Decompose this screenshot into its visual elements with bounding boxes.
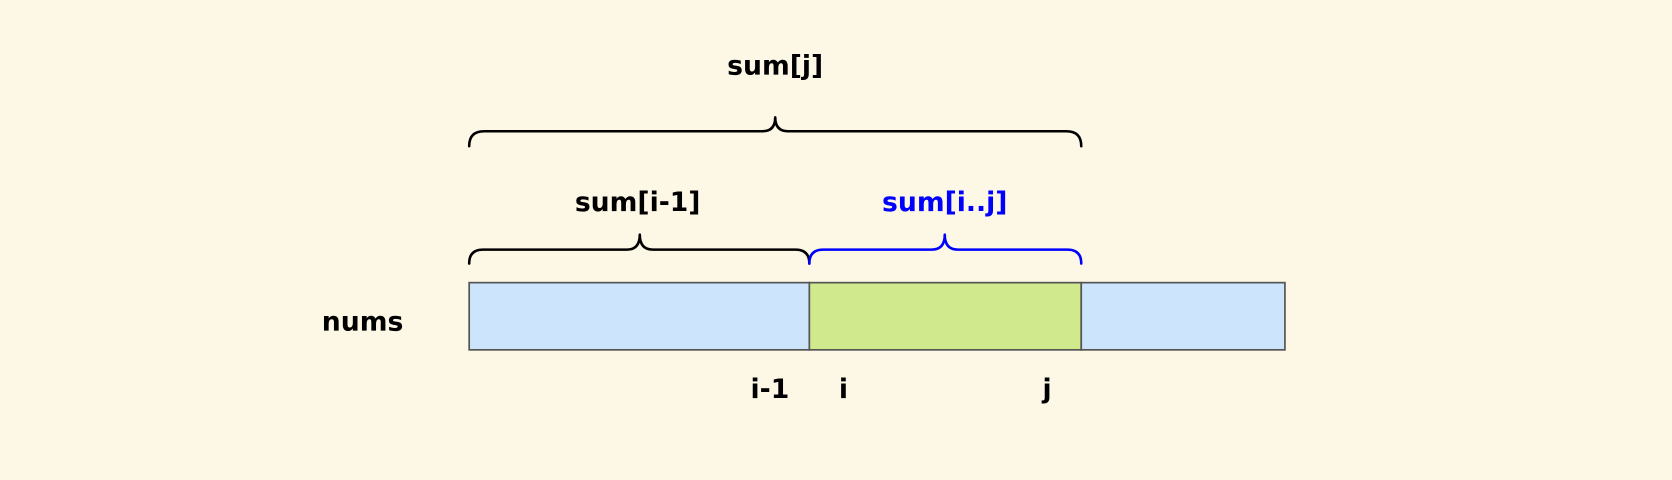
label-sum-j: sum[j] bbox=[727, 51, 823, 82]
brace-sum-j bbox=[467, 116, 1083, 148]
brace-sum-i-j bbox=[808, 233, 1083, 265]
index-i: i bbox=[839, 374, 848, 405]
segment-range bbox=[808, 281, 1083, 351]
array-label-nums: nums bbox=[322, 307, 404, 338]
index-i-minus-1: i-1 bbox=[751, 374, 790, 405]
index-j: j bbox=[1042, 374, 1052, 405]
segment-prefix bbox=[468, 281, 811, 351]
label-sum-i-minus-1: sum[i-1] bbox=[575, 187, 701, 218]
segment-suffix bbox=[1080, 281, 1286, 351]
brace-sum-i-minus-1 bbox=[467, 233, 811, 265]
label-sum-i-j: sum[i..j] bbox=[882, 187, 1007, 218]
